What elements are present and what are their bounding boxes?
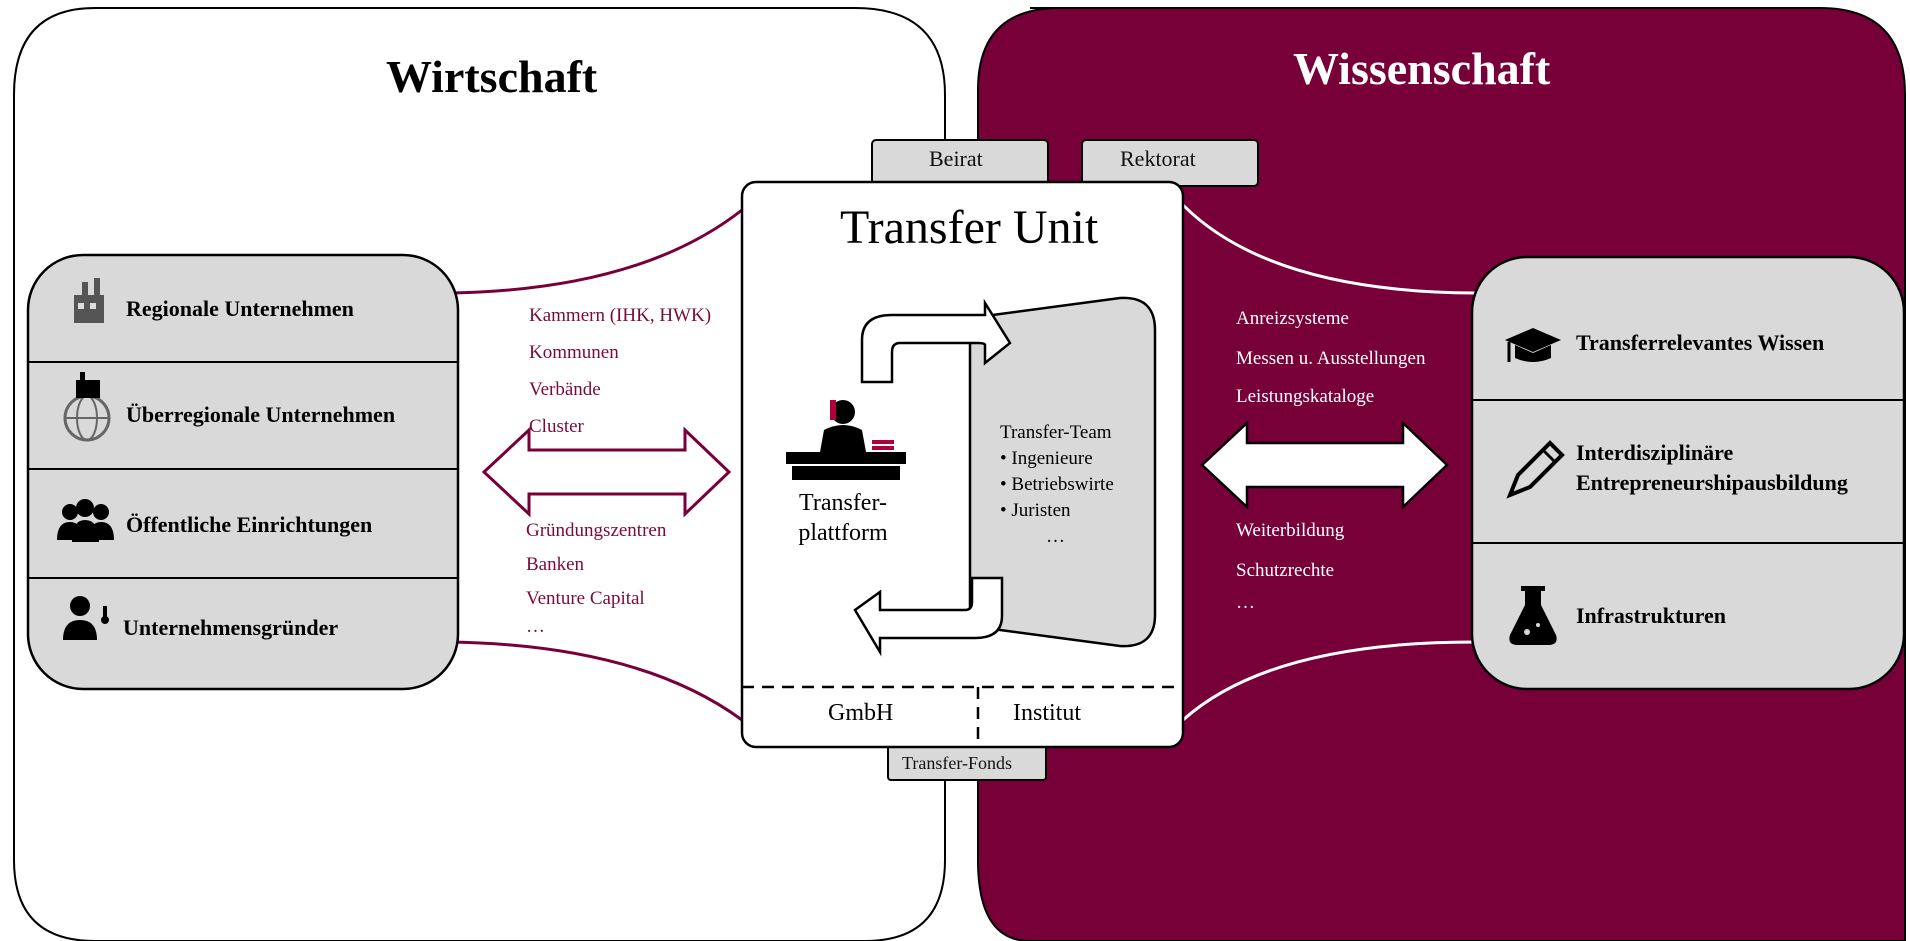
connector-item: Venture Capital (526, 588, 645, 609)
left-panel-item: Öffentliche Einrichtungen (126, 512, 373, 537)
right-panel-shape (1470, 255, 1906, 691)
connector-item: Kommunen (529, 342, 619, 363)
people-group-icon (57, 499, 114, 542)
wirtschaft-title: Wirtschaft (386, 51, 598, 102)
right-connector-top-list: Anreizsysteme Messen u. Ausstellungen Le… (1236, 308, 1425, 424)
connector-item: Weiterbildung (1236, 520, 1345, 541)
connector-item: … (1236, 592, 1255, 613)
left-panel-item: Unternehmensgründer (123, 615, 339, 640)
platform-line-2: plattform (798, 520, 888, 546)
left-connector-bottom (449, 640, 743, 722)
connector-item: Cluster (529, 416, 584, 437)
connector-item: Anreizsysteme (1236, 308, 1349, 329)
left-panel-shape (26, 253, 460, 691)
wirtschaft-region (13, 7, 946, 941)
flask-icon (1509, 586, 1557, 645)
factory-icon (74, 278, 104, 323)
rektorat-label: Rektorat (1120, 146, 1196, 171)
team-member: … (1046, 526, 1065, 547)
right-panel-item: Interdisziplinäre Entrepreneurshipausbil… (1576, 438, 1848, 498)
transfer-team-panel (968, 296, 1157, 648)
transfer-platform-label: Transfer- plattform (778, 488, 908, 548)
wissenschaft-region (977, 7, 1906, 941)
connector-item: Verbände (529, 379, 601, 400)
cycle-arrow-top (860, 298, 1012, 384)
connector-item: Gründungszentren (526, 520, 667, 541)
transfer-fonds-label: Transfer-Fonds (902, 753, 1012, 773)
left-connector-bottom-list: Gründungszentren Banken Venture Capital … (526, 520, 666, 644)
left-connector-top-list: Kammern (IHK, HWK) Kommunen Verbände Clu… (529, 305, 711, 453)
right-panel-item-line: Entrepreneurshipausbildung (1576, 470, 1848, 495)
institut-label: Institut (1013, 700, 1082, 726)
beirat-label: Beirat (929, 146, 983, 171)
graduation-cap-icon (1505, 328, 1561, 362)
team-title: Transfer-Team (1000, 422, 1112, 443)
connector-item: Leistungskataloge (1236, 386, 1375, 407)
left-panel-item: Regionale Unternehmen (126, 296, 354, 321)
connector-item: Kammern (IHK, HWK) (529, 305, 712, 326)
right-panel-item: Infrastrukturen (1576, 603, 1726, 628)
team-member: • Juristen (1000, 500, 1071, 521)
pencil-icon (1506, 440, 1565, 499)
right-connector-bottom (1181, 640, 1476, 722)
connector-item: Schutzrechte (1236, 560, 1335, 581)
wissenschaft-title: Wissenschaft (1293, 43, 1551, 94)
desk-person-icon (786, 400, 906, 480)
right-double-arrow (1200, 420, 1449, 510)
left-double-arrow (481, 426, 732, 518)
transfer-team-list: Transfer-Team • Ingenieure • Betriebswir… (1000, 420, 1114, 550)
team-member: • Betriebswirte (1000, 474, 1114, 495)
team-member: • Ingenieure (1000, 448, 1093, 469)
right-connector-bottom-list: Weiterbildung Schutzrechte … (1236, 520, 1344, 624)
right-panel-item: Transferrelevantes Wissen (1576, 330, 1825, 355)
transfer-unit-title: Transfer Unit (840, 201, 1099, 254)
left-connector-top (449, 208, 743, 295)
connector-item: … (526, 616, 545, 637)
right-panel-item-line: Interdisziplinäre (1576, 440, 1734, 465)
platform-line-1: Transfer- (799, 490, 887, 516)
founder-icon (63, 596, 109, 640)
left-panel-item: Überregionale Unternehmen (126, 402, 396, 427)
connector-item: Banken (526, 554, 585, 575)
right-connector-top (1181, 203, 1476, 295)
gmbh-label: GmbH (828, 700, 894, 726)
globe-factory-icon (63, 372, 111, 442)
cycle-arrow-bottom (853, 576, 1004, 657)
connector-item: Messen u. Ausstellungen (1236, 348, 1426, 369)
